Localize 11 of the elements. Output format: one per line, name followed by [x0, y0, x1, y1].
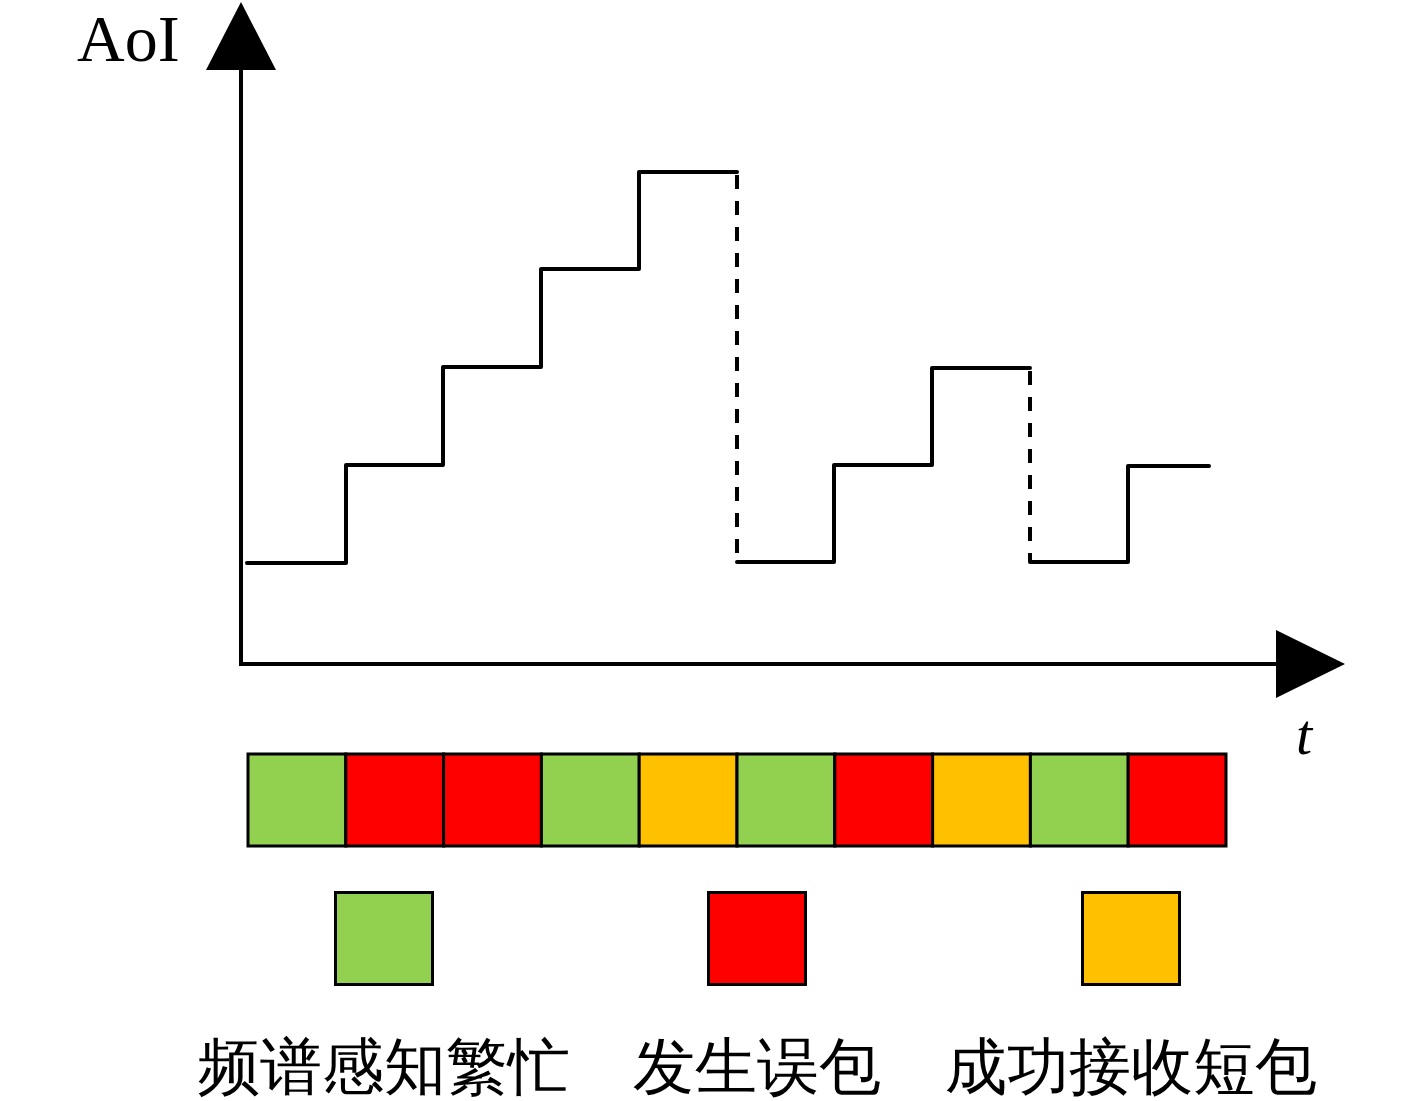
time-slot	[637, 752, 739, 848]
time-slot	[539, 752, 641, 848]
axis-label: t	[1296, 706, 1313, 764]
time-slot	[1028, 752, 1130, 848]
time-slot	[931, 752, 1032, 848]
time-slot	[1126, 752, 1228, 848]
legend-label: 成功接收短包	[945, 1036, 1317, 1098]
time-slot	[442, 752, 543, 848]
legend-label: 频谱感知繁忙	[198, 1036, 570, 1098]
legend-label: 发生误包	[633, 1036, 881, 1098]
axis-label: AoI	[77, 6, 180, 72]
